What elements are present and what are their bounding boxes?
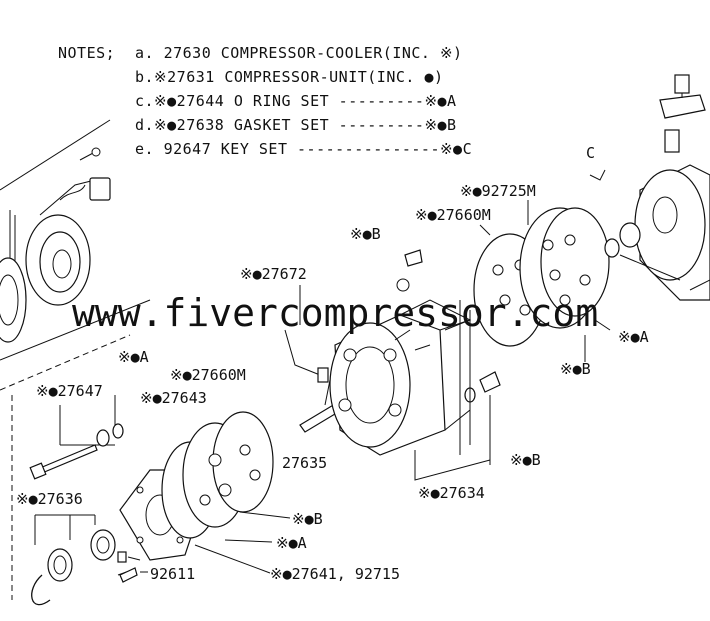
label-27636: ※●27636 [16, 490, 83, 508]
part-labels: ※●92725M ※●27660M ※●B C ※●27672 ※●A ※●B … [16, 144, 649, 583]
rear-plates [473, 200, 611, 362]
note-item-d: d.※●27638 GASKET SET ---------※●B [135, 116, 457, 134]
front-parts-group [11, 395, 274, 606]
label-27643: ※●27643 [140, 389, 207, 407]
watermark-text: www.fivercompressor.com [72, 291, 598, 335]
label-a-right: ※●A [618, 328, 649, 346]
label-leaders [140, 285, 301, 574]
label-b-bottom: ※●B [292, 510, 323, 528]
label-c: C [586, 144, 595, 162]
label-27647: ※●27647 [36, 382, 103, 400]
compressor-body [284, 249, 501, 481]
label-b-mid: ※●B [510, 451, 541, 469]
note-item-e: e. 92647 KEY SET ---------------※●C [135, 140, 472, 158]
label-27634: ※●27634 [418, 484, 485, 502]
label-b-right: ※●B [560, 360, 591, 378]
notes-block: NOTES; a. 27630 COMPRESSOR-COOLER(INC. ※… [58, 44, 472, 158]
label-92725m: ※●92725M [460, 182, 536, 200]
label-27660m-left: ※●27660M [170, 366, 246, 384]
label-a-left: ※●A [118, 348, 149, 366]
notes-heading: NOTES; [58, 44, 115, 62]
rear-cover [589, 74, 710, 301]
label-b-top: ※●B [350, 225, 381, 243]
label-27635: 27635 [282, 454, 327, 472]
label-a-bottom: ※●A [276, 534, 307, 552]
clutch-assembly-left [0, 119, 151, 391]
note-item-c: c.※●27644 O RING SET ---------※●A [135, 92, 457, 110]
label-27660m-top: ※●27660M [415, 206, 491, 224]
note-item-b: b.※27631 COMPRESSOR-UNIT(INC. ●) [135, 68, 444, 86]
label-27641: ※●27641, 92715 [270, 565, 400, 583]
note-item-a: a. 27630 COMPRESSOR-COOLER(INC. ※) [135, 44, 463, 62]
label-27672: ※●27672 [240, 265, 307, 283]
label-92611: 92611 [150, 565, 195, 583]
